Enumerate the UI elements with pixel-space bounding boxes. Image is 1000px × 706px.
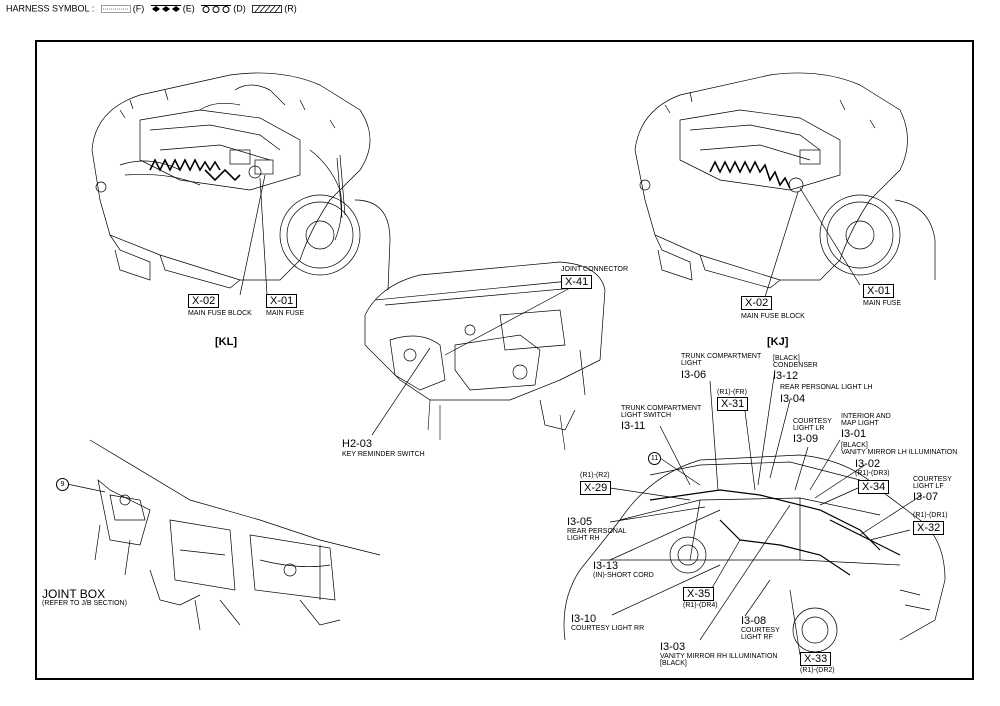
i307-code: I3-07 [913,491,939,503]
i301-desc2: MAP LIGHT [841,420,879,427]
i306-desc1: TRUNK COMPARTMENT [681,353,762,360]
i308-desc2: LIGHT RF [741,634,773,641]
i302-code: I3-02 [855,458,881,470]
i301-desc3: VANITY MIRROR LH ILLUMINATION [841,449,958,456]
dash-x41-desc: JOINT CONNECTOR [561,266,629,273]
i312-tag: [BLACK] [773,355,800,362]
i306-code: I3-06 [681,369,707,381]
x33-code: X-33 [800,652,832,666]
panel-label-kl: [KL] [215,336,237,348]
kj-x01-code: X-01 [863,284,895,298]
hatched-harness-symbol [252,4,283,13]
legend-code-r: (R) [284,3,297,14]
joint-box-callout-circle: 9 [56,478,69,491]
dashboard-drawing [364,261,606,451]
i303-tag: [BLACK] [660,660,687,667]
diamond-harness-symbol [150,4,181,12]
legend-code-e: (E) [182,3,195,14]
panel-label-kj: [KJ] [767,336,789,348]
joint-box-drawing [89,439,381,631]
legend-prefix: HARNESS SYMBOL : [6,3,95,14]
x34-code: X-34 [858,480,890,494]
i303-desc: VANITY MIRROR RH ILLUMINATION [660,653,778,660]
x29-code: X-29 [580,481,612,495]
i307-desc2: LIGHT LF [913,483,944,490]
dash-h203-code: H2-03 [342,438,372,450]
legend-code-f: (F) [132,3,145,14]
x29-tag: (R1)-(R2) [580,472,610,479]
kj-x01-desc: MAIN FUSE [863,300,902,307]
x35-tag: (R1)-(DR4) [683,602,718,609]
i312-code: I3-12 [773,370,799,382]
kl-x01-code: X-01 [266,294,298,308]
i305-desc2: LIGHT RH [567,535,600,542]
i308-desc1: COURTESY [741,627,780,634]
i301-code: I3-01 [841,428,867,440]
kj-x02-code: X-02 [741,296,773,310]
i311-code: I3-11 [621,420,646,432]
engine-bay-kl-drawing [91,72,391,291]
legend-code-d: (D) [233,3,246,14]
i305-code: I3-05 [567,516,593,528]
i308-code: I3-08 [741,615,767,627]
x31-tag: (R1)-(FR) [717,389,747,396]
diagram-frame [35,40,974,680]
i310-code: I3-10 [571,613,597,625]
kl-x02-code: X-02 [188,294,220,308]
i312-desc: CONDENSER [773,362,818,369]
i305-desc1: REAR PERSONAL [567,528,627,535]
kj-x02-desc: MAIN FUSE BLOCK [741,313,805,320]
kl-x02-desc: MAIN FUSE BLOCK [188,310,252,317]
engine-bay-kj-drawing [634,72,936,289]
vehicle-body-drawing [563,454,946,653]
harness-legend: HARNESS SYMBOL : (F) (E) (D) (R) [6,3,297,14]
x31-code: X-31 [717,397,749,411]
dash-h203-desc: KEY REMINDER SWITCH [342,451,425,458]
i311-desc1: TRUNK COMPARTMENT [621,405,702,412]
kl-x01-desc: MAIN FUSE [266,310,305,317]
i313-code: I3-13 [593,560,619,572]
x32-code: X-32 [913,521,945,535]
i304-code: I3-04 [780,393,806,405]
i303-code: I3-03 [660,641,686,653]
i313-desc: (IN)-SHORT CORD [593,572,654,579]
body-callout-circle: 11 [648,452,661,465]
i307-desc1: COURTESY [913,476,952,483]
i306-desc2: LIGHT [681,360,702,367]
dotted-harness-symbol [100,4,131,13]
i301-desc1: INTERIOR AND [841,413,891,420]
i311-desc2: LIGHT SWITCH [621,412,672,419]
x35-code: X-35 [683,587,715,601]
x33-tag: (R1)-(DR2) [800,667,835,674]
x32-tag: (R1)-(DR1) [913,512,948,519]
i309-code: I3-09 [793,433,819,445]
i301-tag: [BLACK] [841,442,868,449]
i304-desc: REAR PERSONAL LIGHT LH [780,384,873,391]
i302-tag: (R1)-(DR3) [855,470,890,477]
circle-harness-symbol [201,4,232,13]
dash-x41-code: X-41 [561,275,593,289]
i310-desc: COURTESY LIGHT RR [571,625,645,632]
i309-desc1: COURTESY [793,418,832,425]
joint-box-title: JOINT BOX [42,587,106,601]
i309-desc2: LIGHT LR [793,425,825,432]
joint-box-desc: (REFER TO J/B SECTION) [42,600,127,607]
